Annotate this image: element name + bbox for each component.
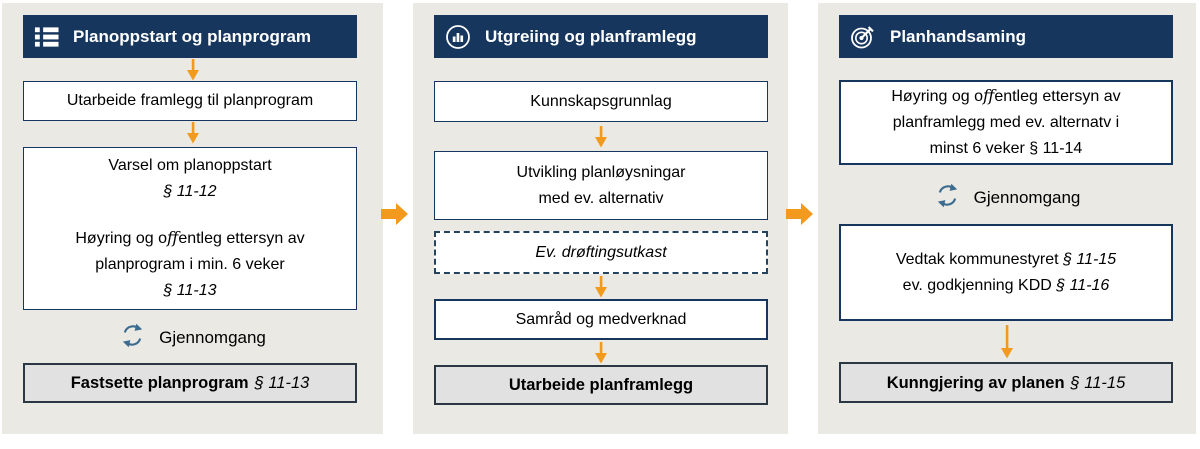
box-text: Samråd og medverknad xyxy=(515,310,687,328)
law-reference: § 11-15 xyxy=(1070,373,1126,392)
header-label: Utgreiing og planframlegg xyxy=(485,26,697,46)
down-arrow-icon xyxy=(594,342,608,364)
box-text-bold: Utarbeide planframlegg xyxy=(508,376,694,394)
box-droftingsutkast: Ev. drøftingsutkast xyxy=(434,231,768,274)
law-reference: § 11-15 xyxy=(1063,250,1117,268)
down-arrow-icon xyxy=(186,122,200,144)
box-text: Varsel om planoppstart xyxy=(108,157,272,174)
box-kunnskapsgrunnlag: Kunnskapsgrunnlag xyxy=(434,81,768,122)
box-varsel-og-hoyring: Varsel om planoppstart § 11-12 Høyring o… xyxy=(23,147,357,310)
box-text: Høyring og oﬀentleg ettersyn av xyxy=(75,225,304,252)
box-text: ev. godkjenning KDD § 11-16 xyxy=(903,273,1110,299)
refresh-icon xyxy=(934,182,961,214)
header-utgreiing: Utgreiing og planframlegg xyxy=(434,15,768,58)
text-part: entleg ettersyn av xyxy=(178,230,305,247)
box-text-bold: Fastsette planprogram xyxy=(70,374,249,392)
box-text: Utvikling planløysningar xyxy=(516,163,686,181)
panel-planhandsaming: Planhandsaming Høyring og oﬀentleg etter… xyxy=(818,3,1196,434)
text-part: Høyring og o xyxy=(75,230,167,247)
text-part: Høyring og o xyxy=(891,88,983,105)
header-planoppstart: Planoppstart og planprogram xyxy=(23,15,357,58)
bar-chart-icon xyxy=(445,24,471,50)
ff-ligature: ﬀ xyxy=(982,86,995,105)
panel-utgreiing: Utgreiing og planframlegg Kunnskapsgrunn… xyxy=(413,3,788,434)
box-text: minst 6 veker § 11-14 xyxy=(929,140,1083,157)
down-arrow-icon xyxy=(594,276,608,298)
list-icon xyxy=(34,25,59,49)
down-arrow-icon xyxy=(594,126,608,148)
target-dart-icon xyxy=(850,24,876,50)
box-utarbeide-framlegg: Utarbeide framlegg til planprogram xyxy=(23,81,357,121)
down-arrow-icon xyxy=(1000,325,1014,359)
box-text: Ev. drøftingsutkast xyxy=(535,243,667,261)
review-label: Gjennomgang xyxy=(159,328,266,347)
box-utarbeide-planframlegg: Utarbeide planframlegg xyxy=(434,365,768,405)
right-arrow-icon xyxy=(786,202,814,226)
law-reference: § 11-12 xyxy=(163,183,217,200)
box-text: med ev. alternativ xyxy=(538,189,664,207)
box-vedtak-kommunestyret: Vedtak kommunestyret § 11-15 ev. godkjen… xyxy=(839,224,1173,321)
box-samrad-medverknad: Samråd og medverknad xyxy=(434,299,768,340)
box-text-bold: Kunngjering av planen xyxy=(886,373,1065,392)
review-loop: Gjennomgang xyxy=(818,182,1196,214)
panel-planoppstart: Planoppstart og planprogram Utarbeide fr… xyxy=(2,3,383,434)
law-reference: § 11-13 xyxy=(254,374,310,392)
box-text: Vedtak kommunestyret § 11-15 xyxy=(896,247,1116,273)
law-reference: § 11-16 xyxy=(1056,276,1110,294)
box-text: Utarbeide framlegg til planprogram xyxy=(66,92,314,109)
box-text: planprogram i min. 6 veker xyxy=(95,256,285,273)
review-loop: Gjennomgang xyxy=(2,322,383,354)
refresh-icon xyxy=(119,322,146,354)
down-arrow-icon xyxy=(186,59,200,81)
right-arrow-icon xyxy=(381,202,409,226)
law-reference: § 11-13 xyxy=(163,282,217,299)
text-part: Vedtak kommunestyret xyxy=(895,250,1059,268)
box-text: planframlegg med ev. alternatv i xyxy=(892,114,1120,131)
header-label: Planoppstart og planprogram xyxy=(73,26,312,46)
text-part: entleg ettersyn av xyxy=(994,88,1121,105)
box-text: Høyring og oﬀentleg ettersyn av xyxy=(891,83,1120,110)
box-fastsette-planprogram: Fastsette planprogram § 11-13 xyxy=(23,363,357,403)
header-label: Planhandsaming xyxy=(890,26,1027,46)
box-hoyring-planframlegg: Høyring og oﬀentleg ettersyn av planfram… xyxy=(839,80,1173,165)
ff-ligature: ﬀ xyxy=(166,228,179,247)
header-planhandsaming: Planhandsaming xyxy=(839,15,1173,58)
text-part: ev. godkjenning KDD xyxy=(902,276,1052,294)
box-text: Kunnskapsgrunnlag xyxy=(530,92,672,110)
review-label: Gjennomgang xyxy=(973,188,1081,207)
box-utvikling-planloysningar: Utvikling planløysningar med ev. alterna… xyxy=(434,151,768,220)
box-kunngjering-av-planen: Kunngjering av planen § 11-15 xyxy=(839,362,1173,403)
